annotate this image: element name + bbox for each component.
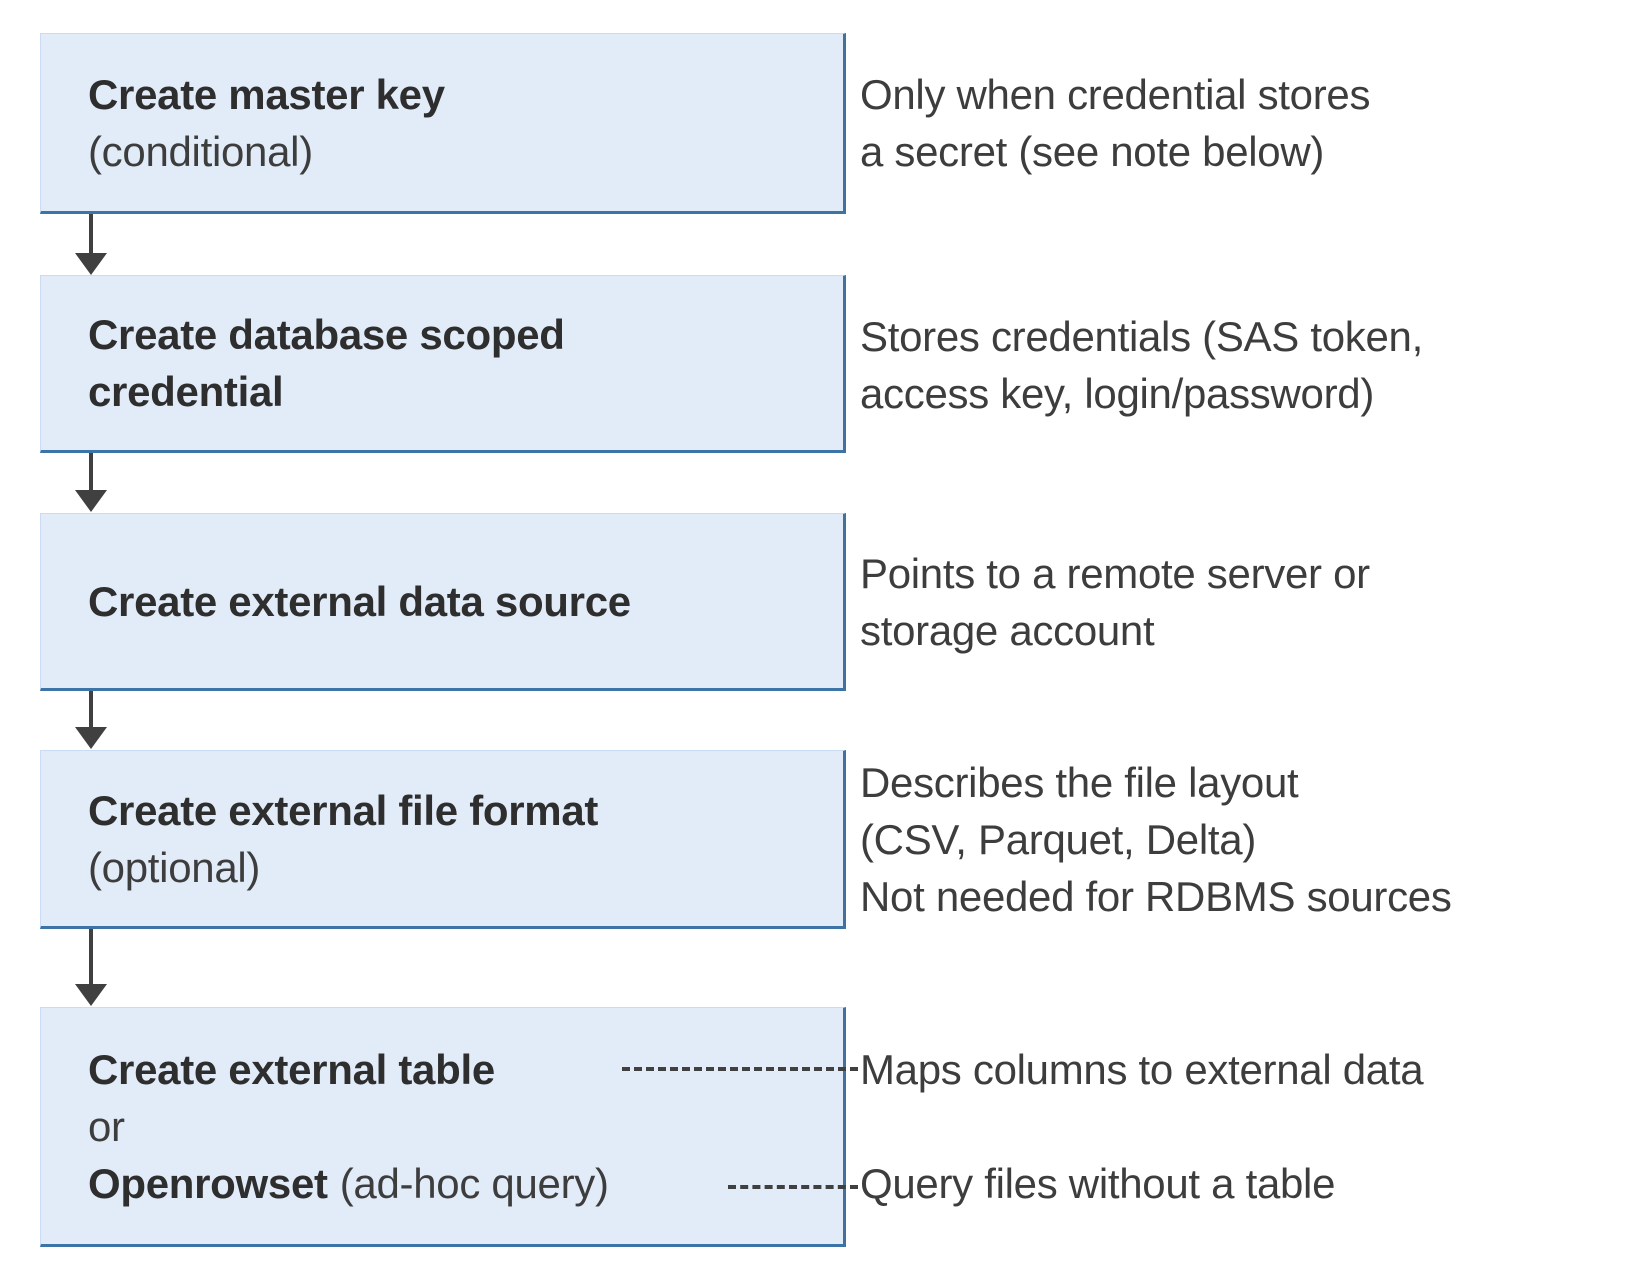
arrow-down-icon xyxy=(75,253,107,275)
note-line: access key, login/password) xyxy=(860,370,1375,417)
note-line: Only when credential stores xyxy=(860,71,1371,118)
flow-box-master-key: Create master key (conditional) xyxy=(40,33,846,214)
box-qualifier: (conditional) xyxy=(88,127,313,175)
flow-box-data-source: Create external data source xyxy=(40,513,846,691)
arrow-down-icon xyxy=(75,490,107,512)
arrow-down-icon xyxy=(89,691,93,728)
note-line: Stores credentials (SAS token, xyxy=(860,313,1423,360)
box-conjunction: or xyxy=(88,1102,125,1150)
dashed-connector-openrowset xyxy=(728,1185,858,1189)
box-alt-qualifier: (ad-hoc query) xyxy=(339,1159,609,1207)
arrow-down-icon xyxy=(89,214,93,254)
arrow-down-icon xyxy=(75,984,107,1006)
note-line: Describes the file layout xyxy=(860,759,1299,806)
box-qualifier: (optional) xyxy=(88,843,261,891)
box-alt-title: Openrowset xyxy=(88,1159,328,1207)
box-title: Create master key xyxy=(88,70,445,118)
note-data-source: Points to a remote server or storage acc… xyxy=(860,545,1370,659)
note-master-key: Only when credential stores a secret (se… xyxy=(860,66,1370,180)
arrow-down-icon xyxy=(89,453,93,491)
note-file-format: Describes the file layout (CSV, Parquet,… xyxy=(860,754,1452,925)
note-line: Not needed for RDBMS sources xyxy=(860,873,1452,920)
box-title: Create database scoped xyxy=(88,311,565,358)
note-openrowset: Query files without a table xyxy=(860,1160,1336,1207)
note-external-table: Maps columns to external data xyxy=(860,1046,1424,1093)
box-alt-title-line: Openrowset(ad-hoc query) xyxy=(88,1155,843,1212)
box-title: Create external data source xyxy=(88,577,631,625)
note-line: a secret (see note below) xyxy=(860,128,1325,175)
box-title: Create external table xyxy=(88,1045,495,1093)
box-title: Create external file format xyxy=(88,786,599,834)
note-line: Points to a remote server or xyxy=(860,550,1370,597)
dashed-connector-external-table xyxy=(622,1067,858,1071)
arrow-down-icon xyxy=(89,929,93,985)
arrow-down-icon xyxy=(75,727,107,749)
note-scoped-credential: Stores credentials (SAS token, access ke… xyxy=(860,308,1423,422)
flow-box-file-format: Create external file format (optional) xyxy=(40,750,846,929)
note-line: (CSV, Parquet, Delta) xyxy=(860,816,1257,863)
flow-box-scoped-credential: Create database scoped credential xyxy=(40,275,846,453)
note-line: storage account xyxy=(860,607,1155,654)
box-title: credential xyxy=(88,368,284,415)
flow-box-table-or-openrowset: Create external table or Openrowset(ad-h… xyxy=(40,1007,846,1247)
